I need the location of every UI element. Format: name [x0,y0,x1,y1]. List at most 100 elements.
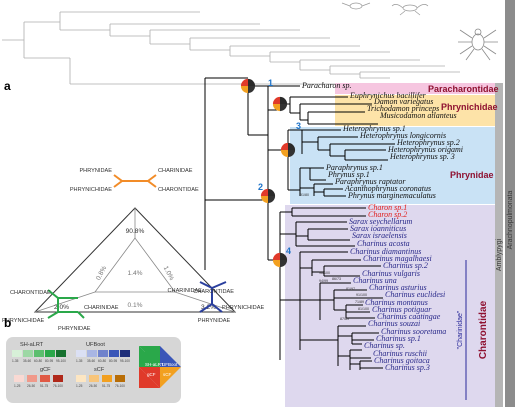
taxon-label: Charinus acosta [357,239,410,248]
paracharontidae-label: Paracharontidae [428,84,499,94]
legend-tick: 95-100 [120,359,130,363]
legend-tick: 76-100 [53,384,63,388]
quartet-right-r: PHRYNICHIDAE [222,305,264,311]
legend-diamond-gcf: gCF [147,372,156,377]
taxon-label: Phrynus sp.1 [327,170,370,179]
quartet-left-tree [47,289,85,319]
quartet-bl-pct: 2.0% [54,304,69,311]
taxon-label: Charinus caatingae [377,312,441,321]
legend-ufboot-swatch [98,350,108,357]
panel-label-a: a [4,79,11,93]
legend-gcf-swatch [27,375,37,382]
panel-label-b: b [4,316,11,330]
taxon-label: Charinus sp.3 [385,363,430,372]
legend-gcf-swatch [53,375,63,382]
legend-shalrt-title: SH-aLRT [20,342,44,348]
taxon-labels: Paracharon sp.Euphrynichus bacilliferDam… [301,81,463,372]
quartet-right-tree [199,281,227,313]
legend-tick: 80-95 [109,359,117,363]
taxon-label: Charinus diamantinus [350,247,421,256]
taxon-label: Charinus souzai [368,319,420,328]
taxon-label: Heterophrynus sp.1 [342,124,406,133]
support-value: 98/100 [319,271,330,275]
quartet-top-pct: 90.8% [126,228,145,235]
phrynichidae-band [335,95,495,126]
quartet-right-top: CHARINIDAE [168,288,203,294]
taxon-label: Euphrynichus bacillifer [349,91,427,100]
taxon-label: Trichodamon princeps [367,104,439,113]
legend-gcf-title: gCF [40,367,51,373]
support-value: 81/100 [358,307,369,311]
tree-branch [300,325,383,370]
quartet-top-left2: PHRYNICHIDAE [70,187,112,193]
side-bar-amblypygi [495,83,503,407]
legend-tick: 1-35 [76,359,83,363]
taxon-label: Paracharon sp. [301,81,351,90]
quartet-left-top: CHARONTIDAE [10,290,51,296]
legend-ufboot-swatch [109,350,119,357]
quartet-right-left: CHARONTIDAE [193,289,234,295]
support-node [260,188,276,204]
legend-scf-swatch [76,375,86,382]
node-number-3: 3 [296,121,301,131]
legend-scf-swatch [89,375,99,382]
quartet-panel: 90.8% 0.8% 1.0% 1.4% 2.0% 0.1% 3.2% PHRY… [2,168,264,332]
charinidae-label: "Charinidae" [457,310,464,349]
support-node [280,142,296,158]
taxon-label: Charinus goitaca [374,356,430,365]
tree-branch [268,129,395,190]
arachnopulmonata-label: Arachnopulmonata [507,191,514,250]
taxon-label: Sarax seychellarum [349,217,413,226]
quartet-left-mid: PHRYNICHIDAE [2,318,44,324]
tree-branch [280,251,381,350]
taxon-label: Charinus sp.1 [376,334,421,343]
legend-scf-title: sCF [94,367,105,373]
legend-diamond-scf: sCF [163,372,171,377]
legend-tick: 60-80 [98,359,106,363]
support-node [272,252,288,268]
amblypygi-label: Amblypygi [496,238,503,271]
legend-ufboot-swatch [76,350,86,357]
legend-shalrt-swatch [34,350,44,357]
legend-scf-swatch [115,375,125,382]
taxon-label: Heterophrynus sp.2 [396,138,460,147]
node-number-1: 1 [268,78,273,88]
legend-diamond-shalrt: SH-aLRT [145,362,164,367]
side-bar-arachnopulmonata [505,0,515,407]
quartet-right-pct: 1.0% [162,265,175,282]
support-value: 81/97 [346,287,355,291]
taxon-label: Charinus asturius [369,283,427,292]
node-number-4: 4 [286,246,291,256]
legend-gcf-swatch [40,375,50,382]
quartet-center-pct: 1.4% [127,270,142,277]
taxon-label: Charinus magalhaesi [363,254,432,263]
taxon-label: Phrynus marginemaculatus [347,191,436,200]
legend-tick: 1-25 [76,384,83,388]
taxon-label: Musicodamon atlanteus [379,111,457,120]
taxon-label: Charinus una [353,276,397,285]
quartet-inner-triangle [94,237,176,293]
taxon-label: Charon sp.2 [368,210,407,219]
legend-tick: 1-25 [14,384,21,388]
legend-tick: 51-75 [102,384,110,388]
phrynidae-label: Phrynidae [450,170,494,180]
tree-branch [288,167,346,197]
quartet-top-right: CHARINIDAE [158,168,193,174]
scorpion-icon [341,2,429,16]
taxon-label: Heterophrynus longicornis [359,131,446,140]
taxon-label: Heterophrynus origami [387,145,463,154]
quartet-left-bot: PHRYNIDAE [58,326,91,332]
legend-tick: 95-100 [56,359,66,363]
legend-diamond: SH-aLRT UFBoot gCF sCF [139,346,181,388]
support-value: 71/89 [355,300,364,304]
node-number-2: 2 [258,182,263,192]
quartet-triangle [33,207,237,313]
taxon-label: Charinus potiguar [372,305,432,314]
main-tree [204,77,395,370]
taxon-label: Paraphrynus sp.1 [325,163,383,172]
support-value: 94/99 [319,279,328,283]
taxon-label: Charinus ruschii [373,349,427,358]
legend-tick: 51-75 [40,384,48,388]
taxon-label: Sarax ioanniticus [350,224,406,233]
